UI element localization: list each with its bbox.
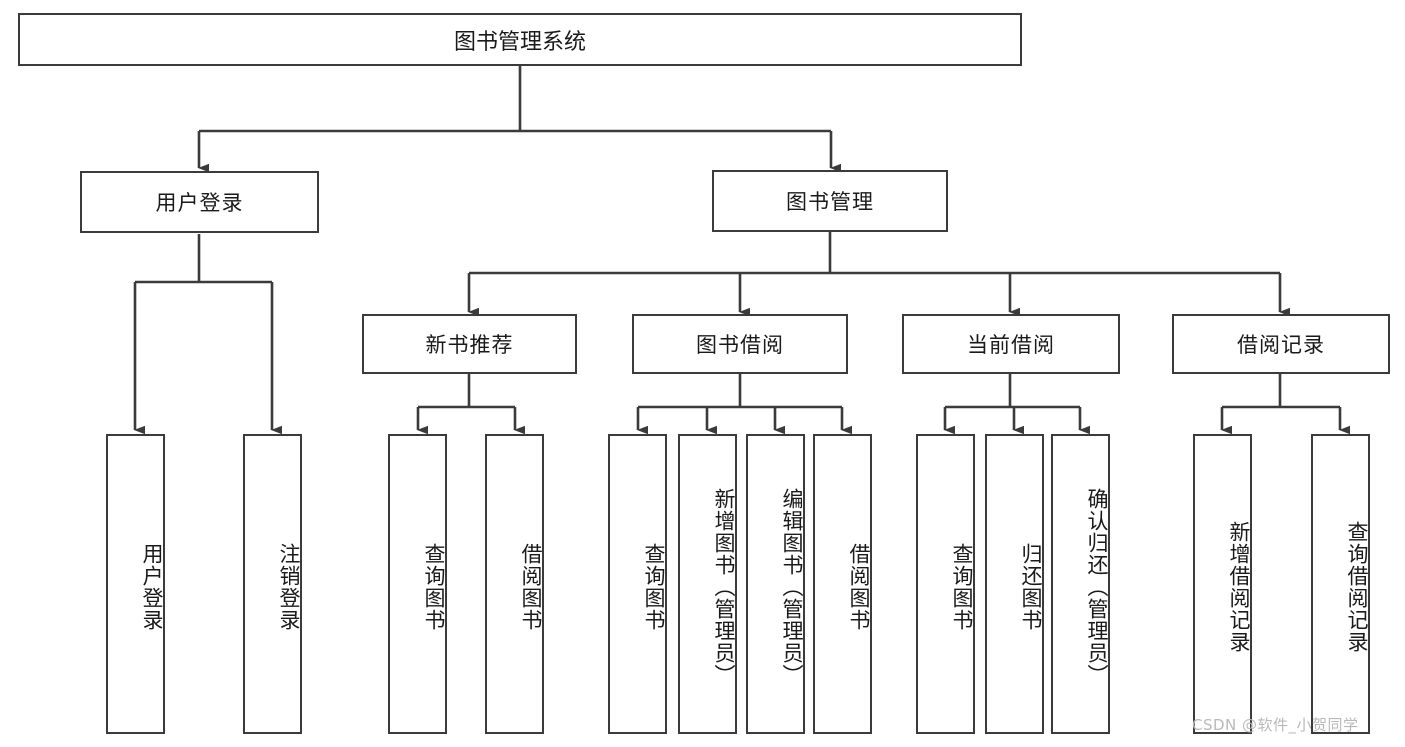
leaf-query-book-recommend[interactable]: 查询图书 bbox=[388, 434, 447, 734]
node-root-system[interactable]: 图书管理系统 bbox=[18, 13, 1022, 66]
node-book-management[interactable]: 图书管理 bbox=[712, 170, 948, 232]
leaf-query-borrow-record[interactable]: 查询借阅记录 bbox=[1311, 434, 1370, 734]
node-new-book-recommend[interactable]: 新书推荐 bbox=[362, 314, 577, 374]
leaf-query-book-current[interactable]: 查询图书 bbox=[916, 434, 975, 734]
leaf-user-login[interactable]: 用户登录 bbox=[106, 434, 165, 734]
node-borrow-record[interactable]: 借阅记录 bbox=[1172, 314, 1390, 374]
leaf-return-book[interactable]: 归还图书 bbox=[985, 434, 1044, 734]
leaf-borrow-book[interactable]: 借阅图书 bbox=[813, 434, 872, 734]
leaf-add-book-admin[interactable]: 新增图书（管理员） bbox=[678, 434, 737, 734]
leaf-query-book-borrow[interactable]: 查询图书 bbox=[608, 434, 667, 734]
leaf-logout[interactable]: 注销登录 bbox=[243, 434, 302, 734]
watermark: CSDN @软件_小贺同学 bbox=[1192, 716, 1359, 734]
node-current-borrow[interactable]: 当前借阅 bbox=[902, 314, 1120, 374]
node-book-borrow[interactable]: 图书借阅 bbox=[632, 314, 848, 374]
leaf-edit-book-admin[interactable]: 编辑图书（管理员） bbox=[746, 434, 805, 734]
leaf-add-borrow-record[interactable]: 新增借阅记录 bbox=[1193, 434, 1252, 734]
leaf-confirm-return-admin[interactable]: 确认归还（管理员） bbox=[1051, 434, 1110, 734]
leaf-borrow-book-recommend[interactable]: 借阅图书 bbox=[485, 434, 544, 734]
node-user-login[interactable]: 用户登录 bbox=[80, 171, 319, 233]
